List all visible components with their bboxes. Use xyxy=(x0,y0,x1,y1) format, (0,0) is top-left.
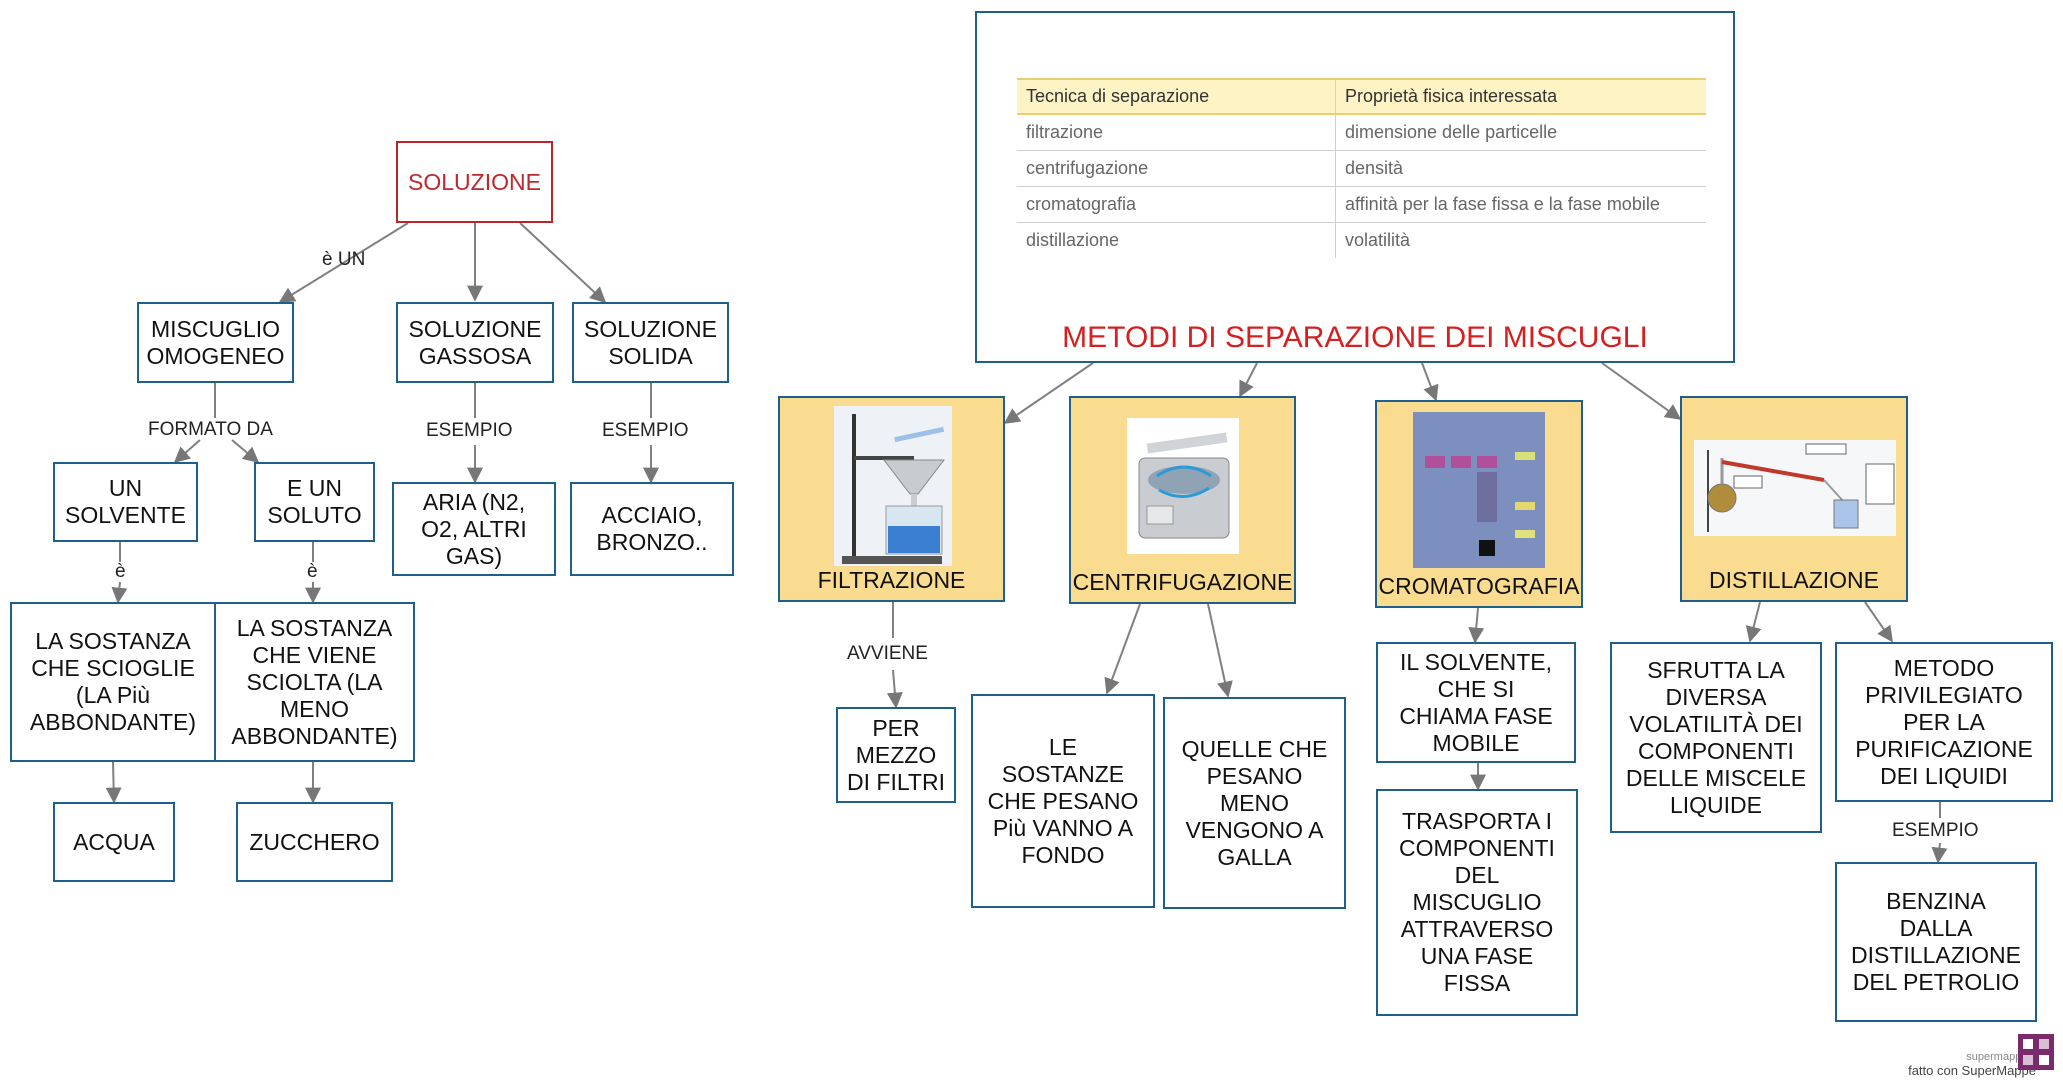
separation-table: Tecnica di separazione Proprietà fisica … xyxy=(1017,78,1706,258)
node-benzina[interactable]: BENZINA DALLA DISTILLAZIONE DEL PETROLIO xyxy=(1835,862,2037,1022)
node-label: QUELLE CHE PESANO MENO VENGONO A GALLA xyxy=(1181,735,1328,870)
chromatography-plate-image xyxy=(1413,412,1545,568)
node-label: E UN SOLUTO xyxy=(267,475,362,528)
table-row: distillazione volatilità xyxy=(1017,222,1706,258)
node-zucchero[interactable]: ZUCCHERO xyxy=(236,802,393,882)
table-cell: centrifugazione xyxy=(1017,150,1336,187)
separation-table-panel: Tecnica di separazione Proprietà fisica … xyxy=(975,11,1735,363)
node-un-solvente[interactable]: UN SOLVENTE xyxy=(53,462,198,542)
node-label: SOLUZIONE SOLIDA xyxy=(584,315,717,369)
node-label: FILTRAZIONE xyxy=(817,567,966,593)
node-label: SOLUZIONE xyxy=(408,168,541,195)
node-miscuglio-omogeneo[interactable]: MISCUGLIO OMOGENEO xyxy=(137,302,294,383)
node-solvente-fase-mobile[interactable]: IL SOLVENTE, CHE SI CHIAMA FASE MOBILE xyxy=(1376,642,1576,763)
table-cell: cromatografia xyxy=(1017,186,1336,223)
node-centrifugazione[interactable]: CENTRIFUGAZIONE xyxy=(1069,396,1296,604)
node-soluzione-solida[interactable]: SOLUZIONE SOLIDA xyxy=(572,302,729,383)
node-soluzione-gassosa[interactable]: SOLUZIONE GASSOSA xyxy=(396,302,554,383)
node-label: ARIA (N2, O2, ALTRI GAS) xyxy=(421,488,527,569)
link-label-esempio-distillazione: ESEMPIO xyxy=(1892,820,1979,841)
link-label-e-solvente: è xyxy=(115,561,126,582)
node-sostanza-che-scioglie[interactable]: LA SOSTANZA CHE SCIOGLIE (LA Più ABBONDA… xyxy=(10,602,216,762)
node-acciaio[interactable]: ACCIAIO, BRONZO.. xyxy=(570,482,734,576)
distillation-apparatus-image xyxy=(1694,440,1896,536)
filtration-apparatus-image xyxy=(834,406,952,566)
table-header: Proprietà fisica interessata xyxy=(1335,78,1706,115)
node-label: LA SOSTANZA CHE VIENE SCIOLTA (LA MENO A… xyxy=(231,614,398,749)
table-header: Tecnica di separazione xyxy=(1017,78,1336,115)
node-label: PER MEZZO DI FILTRI xyxy=(847,714,945,795)
supermappe-logo-icon xyxy=(2018,1034,2054,1070)
table-row: filtrazione dimensione delle particelle xyxy=(1017,114,1706,151)
node-label: CROMATOGRAFIA xyxy=(1378,573,1580,599)
node-label: MISCUGLIO OMOGENEO xyxy=(146,315,285,369)
node-label: IL SOLVENTE, CHE SI CHIAMA FASE MOBILE xyxy=(1399,648,1553,756)
node-label: LE SOSTANZE CHE PESANO Più VANNO A FONDO xyxy=(987,733,1139,868)
main-title: METODI DI SEPARAZIONE DEI MISCUGLI xyxy=(1062,321,1648,354)
node-label: ZUCCHERO xyxy=(249,828,380,855)
node-sfrutta-volatilita[interactable]: SFRUTTA LA DIVERSA VOLATILITÀ DEI COMPON… xyxy=(1610,642,1822,833)
node-e-un-soluto[interactable]: E UN SOLUTO xyxy=(254,462,375,542)
node-label: SOLUZIONE GASSOSA xyxy=(408,315,542,369)
node-sostanze-a-fondo[interactable]: LE SOSTANZE CHE PESANO Più VANNO A FONDO xyxy=(971,694,1155,908)
table-cell: dimensione delle particelle xyxy=(1335,114,1706,151)
brand-site: supermappe.it xyxy=(1966,1051,2036,1063)
node-label: CENTRIFUGAZIONE xyxy=(1072,569,1293,595)
centrifuge-image xyxy=(1127,418,1239,554)
node-vengono-a-galla[interactable]: QUELLE CHE PESANO MENO VENGONO A GALLA xyxy=(1163,697,1346,909)
node-label: LA SOSTANZA CHE SCIOGLIE (LA Più ABBONDA… xyxy=(29,628,197,735)
table-cell: densità xyxy=(1335,150,1706,187)
node-trasporta-componenti[interactable]: TRASPORTA I COMPONENTI DEL MISCUGLIO ATT… xyxy=(1376,789,1578,1016)
node-label: DISTILLAZIONE xyxy=(1709,567,1879,593)
node-aria[interactable]: ARIA (N2, O2, ALTRI GAS) xyxy=(392,482,556,576)
table-cell: filtrazione xyxy=(1017,114,1336,151)
link-label-e-soluto: è xyxy=(307,561,318,582)
node-cromatografia[interactable]: CROMATOGRAFIA xyxy=(1375,400,1583,608)
node-distillazione[interactable]: DISTILLAZIONE xyxy=(1680,396,1908,602)
brand-credit: supermappe.it fatto con SuperMappe xyxy=(1908,1051,2036,1078)
node-sostanza-sciolta[interactable]: LA SOSTANZA CHE VIENE SCIOLTA (LA MENO A… xyxy=(214,602,415,762)
link-label-esempio-solida: ESEMPIO xyxy=(602,420,689,441)
table-header-row: Tecnica di separazione Proprietà fisica … xyxy=(1017,78,1706,115)
node-acqua[interactable]: ACQUA xyxy=(53,802,175,882)
node-label: ACQUA xyxy=(73,828,155,855)
link-label-e-un: è UN xyxy=(322,249,366,270)
node-label: ACCIAIO, BRONZO.. xyxy=(596,502,708,555)
table-cell: volatilità xyxy=(1345,230,1411,250)
node-label: BENZINA DALLA DISTILLAZIONE DEL PETROLIO xyxy=(1851,888,2021,995)
table-cell: affinità per la fase fissa e la fase mob… xyxy=(1335,186,1706,223)
table-row: centrifugazione densità xyxy=(1017,150,1706,187)
node-label: SFRUTTA LA DIVERSA VOLATILITÀ DEI COMPON… xyxy=(1625,656,1807,818)
table-cell: distillazione xyxy=(1017,222,1336,258)
node-label: TRASPORTA I COMPONENTI DEL MISCUGLIO ATT… xyxy=(1399,808,1555,996)
link-label-formato-da: FORMATO DA xyxy=(148,419,273,440)
table-row: cromatografia affinità per la fase fissa… xyxy=(1017,186,1706,223)
node-filtrazione[interactable]: FILTRAZIONE xyxy=(778,396,1005,602)
link-label-avviene: AVVIENE xyxy=(847,643,928,664)
brand-made-with: fatto con SuperMappe xyxy=(1908,1063,2036,1078)
node-metodo-privilegiato[interactable]: METODO PRIVILEGIATO PER LA PURIFICAZIONE… xyxy=(1835,642,2053,802)
node-label: METODO PRIVILEGIATO PER LA PURIFICAZIONE… xyxy=(1855,654,2033,789)
link-label-esempio-gassosa: ESEMPIO xyxy=(426,420,513,441)
node-label: UN SOLVENTE xyxy=(65,475,186,528)
node-per-mezzo-di-filtri[interactable]: PER MEZZO DI FILTRI xyxy=(836,707,956,803)
node-soluzione[interactable]: SOLUZIONE xyxy=(396,141,553,223)
